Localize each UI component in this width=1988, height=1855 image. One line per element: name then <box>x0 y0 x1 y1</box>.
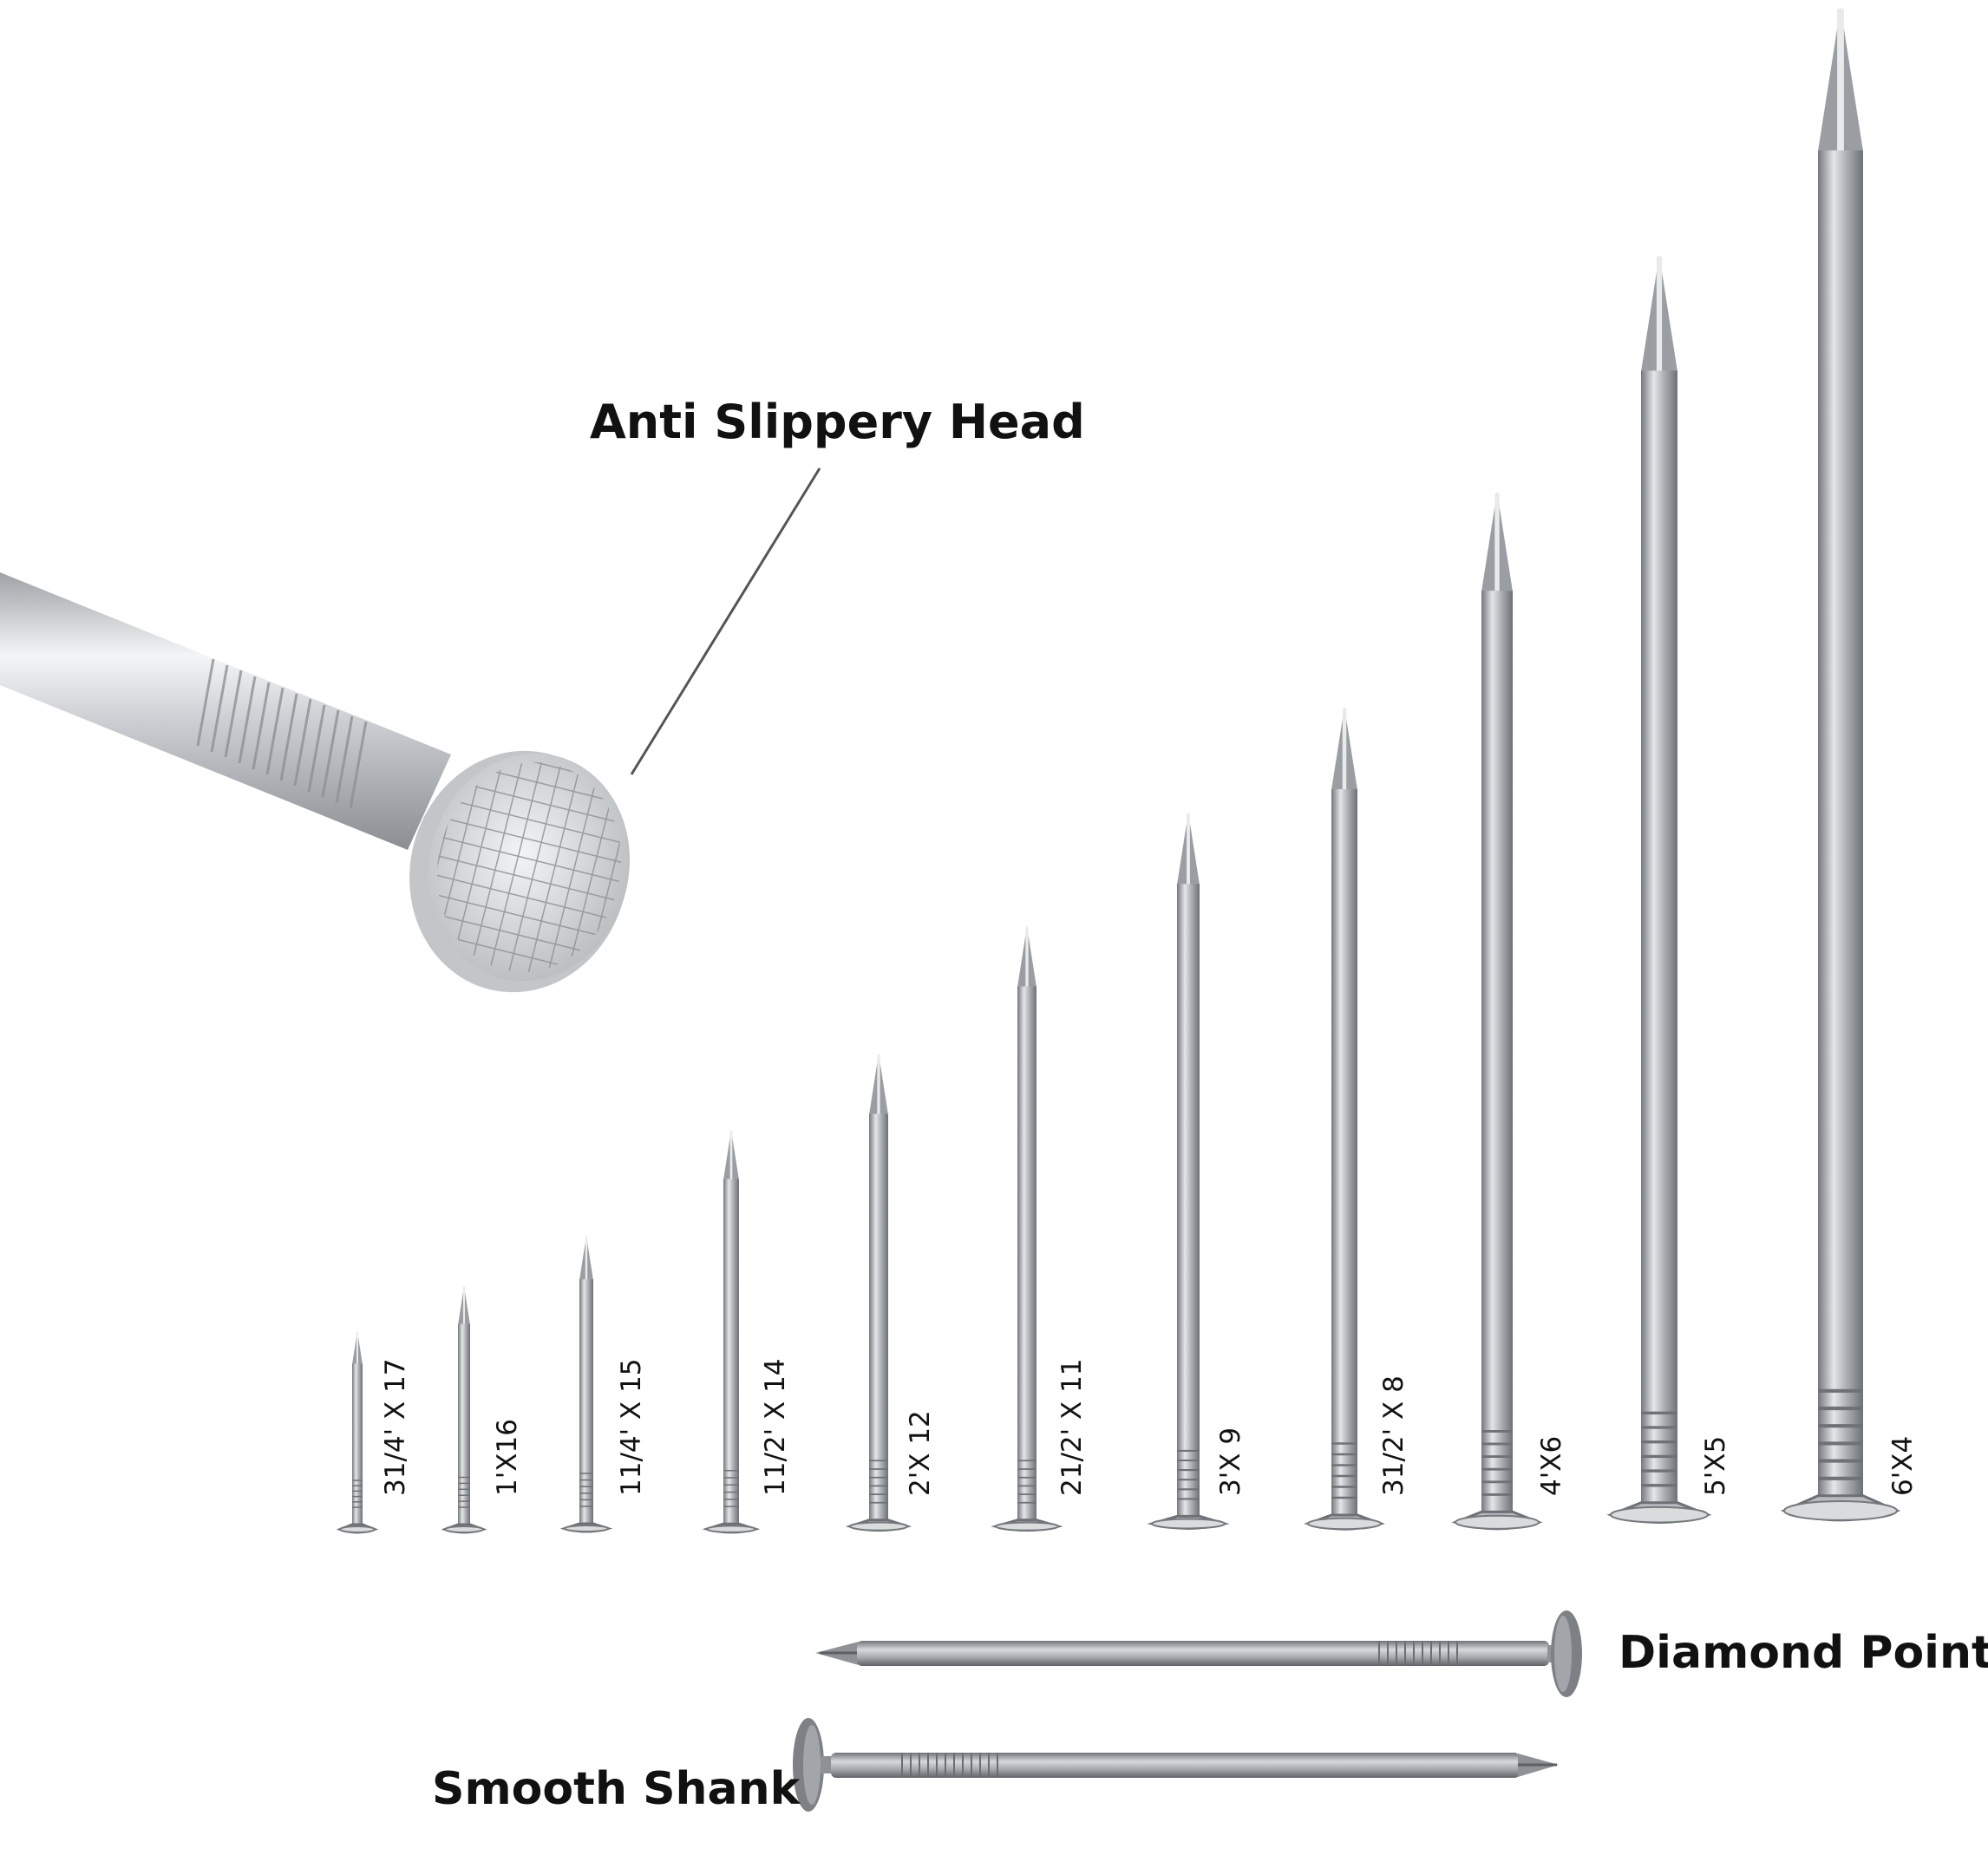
diamond-point-label: Diamond Point <box>1619 1627 1988 1679</box>
nail-5 <box>845 1054 912 1532</box>
nail-8 <box>1304 707 1385 1531</box>
nail-9 <box>1451 492 1543 1531</box>
anti-slippery-head-label: Anti Slippery Head <box>590 395 1085 449</box>
nail-size-label: 31/2' X 8 <box>1378 1375 1409 1496</box>
smooth-shank-label: Smooth Shank <box>432 1763 801 1815</box>
nail-7 <box>1147 813 1230 1530</box>
nail-4 <box>702 1130 761 1534</box>
nail-3 <box>559 1236 613 1533</box>
nail-size-label: 21/2' X 11 <box>1056 1358 1088 1496</box>
nail-size-label: 31/4' X 17 <box>380 1358 411 1496</box>
nail-size-label: 11/2' X 14 <box>760 1358 791 1496</box>
nail-size-label: 5'X5 <box>1700 1435 1731 1496</box>
nail-11 <box>1780 7 1901 1522</box>
head-leader-line <box>630 467 821 775</box>
nail-size-row <box>336 7 1901 1534</box>
nail-size-label: 1'X16 <box>492 1419 523 1496</box>
nail-size-label: 3'X 9 <box>1215 1427 1246 1496</box>
nail-size-label: 4'X6 <box>1536 1435 1567 1496</box>
nail-2 <box>441 1286 487 1534</box>
diamond-point-nail <box>815 1610 1582 1697</box>
nail-size-label: 11/4' X 15 <box>616 1358 647 1496</box>
nail-size-label: 2'X 12 <box>905 1410 936 1496</box>
nail-10 <box>1606 255 1712 1524</box>
smooth-shank-nail <box>793 1718 1559 1812</box>
closeup-nail <box>0 572 631 993</box>
nail-1 <box>336 1331 379 1534</box>
nail-6 <box>991 926 1063 1532</box>
nail-size-label: 6'X4 <box>1887 1435 1919 1496</box>
